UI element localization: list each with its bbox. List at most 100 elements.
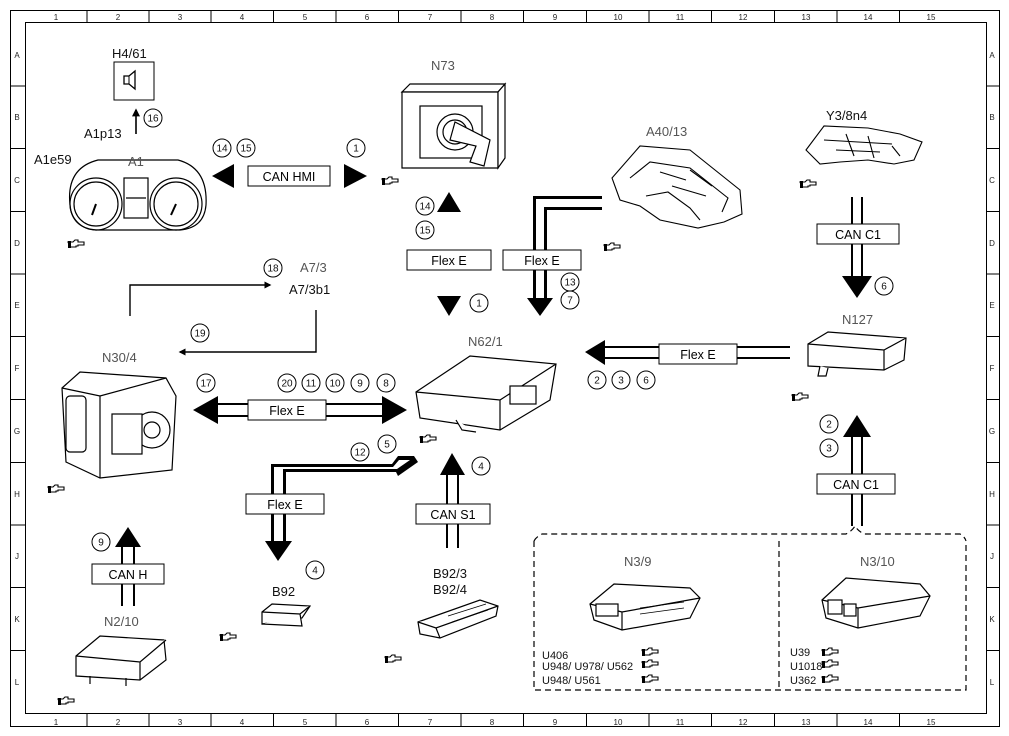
signal-number-text: 6: [881, 282, 887, 293]
hand-pointer-icon[interactable]: [821, 674, 839, 684]
signal-number-15: 15: [415, 220, 435, 240]
signal-number-text: 10: [329, 379, 341, 390]
variant-n3-9-1: U948/ U978/ U562: [542, 661, 633, 673]
label-a1e59: A1e59: [34, 152, 72, 167]
grid-row-label: K: [14, 615, 20, 624]
hand-pointer-icon[interactable]: [641, 674, 659, 684]
grid-col-label: 4: [240, 718, 245, 727]
n3-group-box: [533, 524, 967, 691]
signal-number-14: 14: [415, 196, 435, 216]
hand-pointer-icon[interactable]: [791, 392, 809, 402]
grid-labels: 1122334455667788991010111112121313141415…: [14, 13, 995, 727]
signal-number-text: 2: [826, 420, 832, 431]
grid-row-label: D: [14, 239, 20, 248]
grid-col-label: 9: [553, 13, 558, 22]
a7-3-lines: [129, 281, 317, 356]
signal-number-text: 17: [200, 379, 212, 390]
bus-label-can-c1-top: CAN C1: [835, 228, 881, 242]
hand-pointer-icon[interactable]: [57, 696, 75, 706]
grid-row-label: L: [990, 678, 995, 687]
signal-number-12: 12: [350, 442, 370, 462]
hand-pointer-icon[interactable]: [799, 179, 817, 189]
label-y3-8n4: Y3/8n4: [826, 108, 867, 123]
signal-number-text: 7: [567, 296, 573, 307]
grid-col-label: 3: [178, 718, 183, 727]
signal-number-text: 5: [384, 440, 390, 451]
signal-number-19: 19: [190, 323, 210, 343]
hand-pointer-icon[interactable]: [821, 659, 839, 669]
grid-col-label: 15: [927, 13, 936, 22]
grid-row-label: L: [15, 678, 20, 687]
signal-number-6: 6: [874, 276, 894, 296]
bus-label-can-hmi: CAN HMI: [263, 170, 316, 184]
signal-number-text: 13: [564, 278, 576, 289]
signal-number-text: 3: [826, 444, 832, 455]
grid-col-label: 9: [553, 718, 558, 727]
grid-row-label: G: [14, 427, 20, 436]
n3-10-image: [821, 577, 931, 629]
grid-col-label: 14: [864, 13, 873, 22]
label-n3-9: N3/9: [624, 554, 651, 569]
signal-number-8: 8: [376, 373, 396, 393]
hand-pointer-icon[interactable]: [67, 239, 85, 249]
grid-col-label: 2: [116, 718, 121, 727]
signal-number-text: 11: [306, 379, 317, 390]
label-a1p13: A1p13: [84, 126, 122, 141]
speaker-icon: [113, 61, 155, 101]
signal-number-text: 9: [357, 379, 363, 390]
hand-pointer-icon[interactable]: [384, 654, 402, 664]
label-n2-10: N2/10: [104, 614, 139, 629]
n2-10-image: [75, 635, 167, 686]
grid-col-label: 8: [490, 13, 495, 22]
signal-number-17: 17: [196, 373, 216, 393]
hand-pointer-icon[interactable]: [419, 434, 437, 444]
hand-pointer-icon[interactable]: [641, 659, 659, 669]
grid-col-label: 14: [864, 718, 873, 727]
signal-number-10: 10: [325, 373, 345, 393]
signal-number-1: 1: [469, 293, 489, 313]
can-c1-top-arrow: [816, 197, 900, 298]
can-hmi-arrow: [212, 164, 367, 188]
grid-row-label: K: [989, 615, 995, 624]
grid-col-label: 2: [116, 13, 121, 22]
label-n73: N73: [431, 58, 455, 73]
grid-col-label: 8: [490, 718, 495, 727]
variant-n3-9-0: U406: [542, 650, 568, 662]
n62-1-image: [415, 355, 557, 433]
signal-number-13: 13: [560, 272, 580, 292]
label-a7-3: A7/3: [300, 260, 327, 275]
grid-col-label: 5: [303, 13, 308, 22]
grid-row-label: J: [15, 552, 19, 561]
grid-col-label: 12: [739, 718, 748, 727]
bus-label-flex-e-n30: Flex E: [269, 404, 304, 418]
label-n3-10: N3/10: [860, 554, 895, 569]
signal-number-text: 1: [353, 144, 359, 155]
n30-4-image: [61, 371, 177, 479]
hand-pointer-icon[interactable]: [641, 647, 659, 657]
hand-pointer-icon[interactable]: [219, 632, 237, 642]
label-b92: B92: [272, 584, 295, 599]
label-a1: A1: [128, 154, 144, 169]
signal-number-3: 3: [611, 370, 631, 390]
signal-number-text: 15: [419, 226, 431, 237]
hand-pointer-icon[interactable]: [603, 242, 621, 252]
can-s1-arrow: [415, 453, 491, 548]
grid-col-label: 12: [739, 13, 748, 22]
signal-number-text: 20: [281, 379, 293, 390]
flex-e-n73-arrow: [406, 192, 492, 316]
hand-pointer-icon[interactable]: [47, 484, 65, 494]
hand-pointer-icon[interactable]: [821, 647, 839, 657]
label-n127: N127: [842, 312, 873, 327]
signal-number-5: 5: [377, 434, 397, 454]
flex-e-b92-arrow: [245, 456, 418, 561]
grid-col-label: 1: [54, 13, 59, 22]
signal-number-text: 4: [478, 462, 484, 473]
bus-label-can-c1-bottom: CAN C1: [833, 478, 879, 492]
grid-col-label: 13: [802, 718, 811, 727]
b92-image: [261, 603, 312, 627]
signal-number-1: 1: [346, 138, 366, 158]
grid-row-label: E: [14, 301, 19, 310]
signal-number-text: 2: [594, 376, 600, 387]
hand-pointer-icon[interactable]: [381, 176, 399, 186]
